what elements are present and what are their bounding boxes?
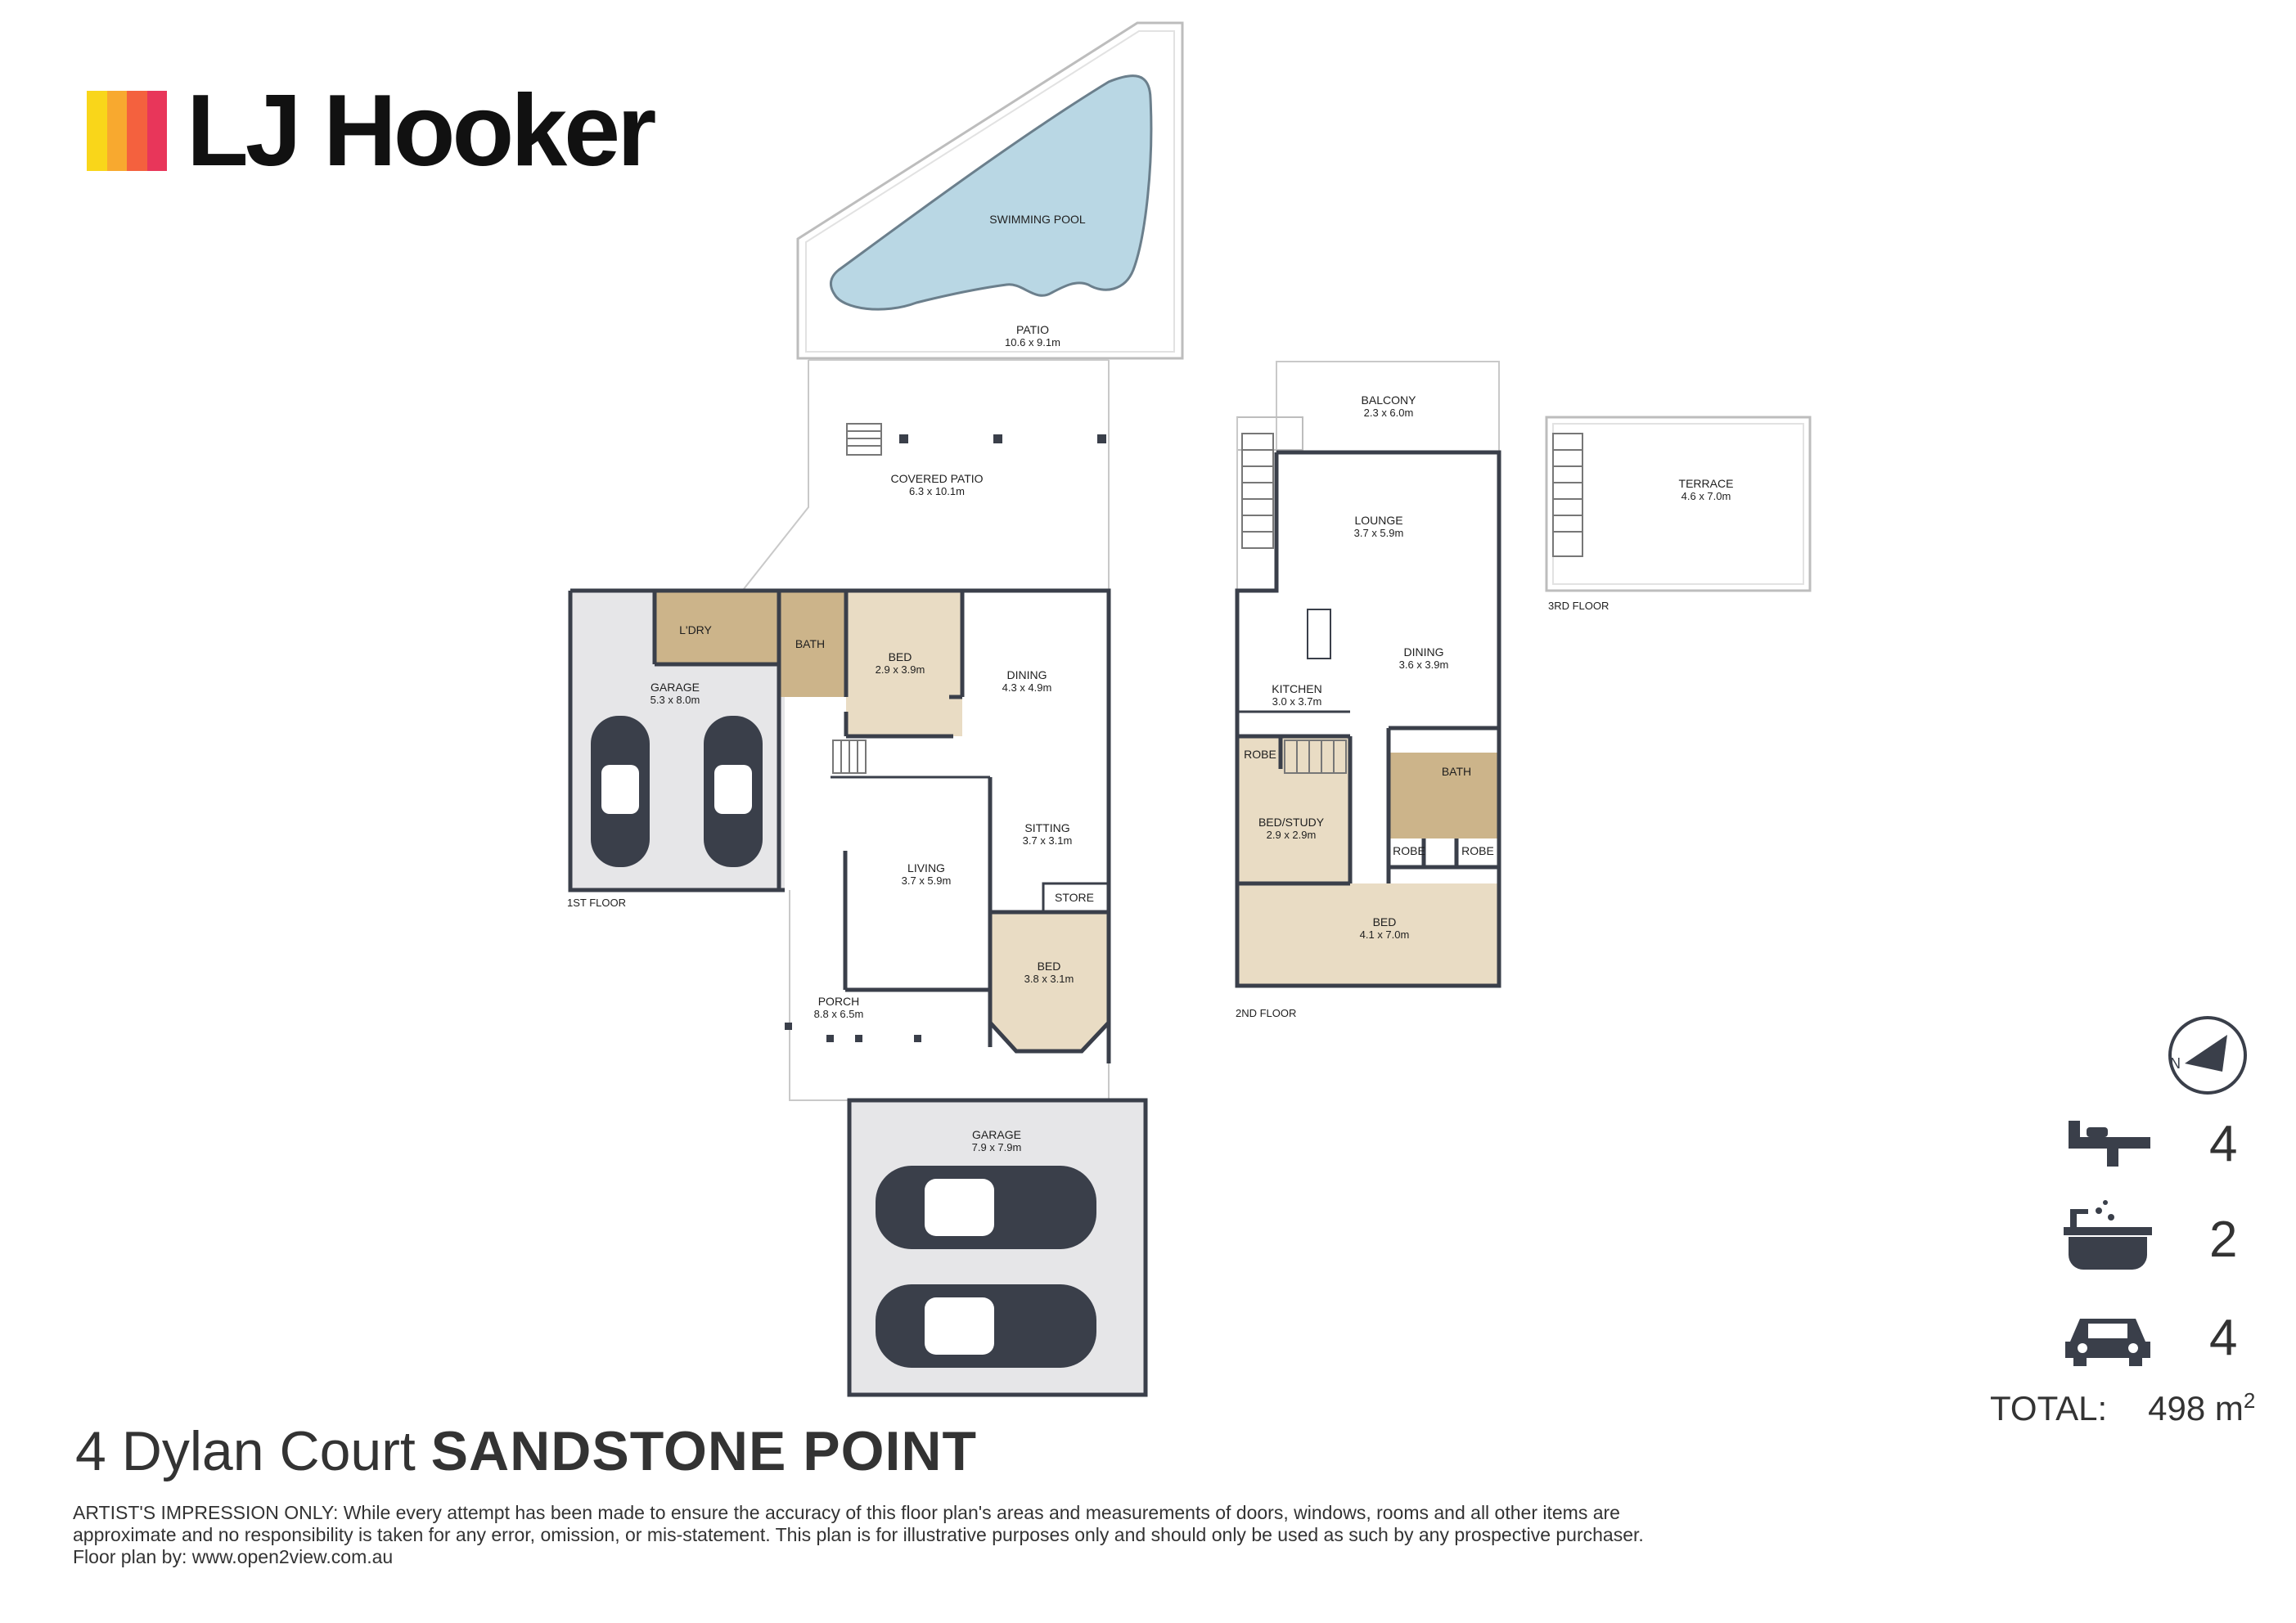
disclaimer-line: ARTIST'S IMPRESSION ONLY: While every at… — [73, 1502, 1620, 1523]
stairs-icon — [832, 740, 867, 774]
room-dim: 4.1 x 7.0m — [1360, 928, 1410, 941]
room-label: SWIMMING POOL — [989, 213, 1086, 226]
room-label: ROBE — [1393, 844, 1425, 857]
room-dim: 6.3 x 10.1m — [909, 485, 965, 497]
room-dim: 3.7 x 3.1m — [1023, 834, 1073, 847]
logo-wordmark: LJ Hooker — [187, 74, 656, 187]
total-area: TOTAL: 498 m2 — [1990, 1388, 2255, 1428]
stairs-icon — [846, 423, 882, 456]
room-dim: 2.9 x 2.9m — [1267, 829, 1317, 841]
room-dim: 8.8 x 6.5m — [814, 1008, 864, 1020]
car-icon — [876, 1284, 1096, 1368]
room-label: DINING — [1404, 645, 1444, 659]
suburb-name: SANDSTONE POINT — [430, 1420, 978, 1482]
room-label: STORE — [1055, 891, 1094, 904]
total-label: TOTAL: — [1990, 1389, 2108, 1427]
logo-color-bars — [87, 91, 167, 171]
room-label: BATH — [795, 637, 825, 650]
car-icon — [704, 716, 763, 867]
room-label: LIVING — [907, 861, 945, 874]
room-dim: 2.9 x 3.9m — [876, 663, 925, 676]
stairs-icon — [1552, 433, 1583, 557]
car-icon — [876, 1166, 1096, 1249]
room-label: GARAGE — [651, 681, 700, 694]
disclaimer-credit: Floor plan by: www.open2view.com.au — [73, 1546, 394, 1567]
room-label: BED — [1373, 915, 1397, 928]
room-dim: 3.7 x 5.9m — [1354, 527, 1404, 539]
floor-label: 2ND FLOOR — [1236, 1007, 1296, 1019]
svg-text:N: N — [2170, 1055, 2181, 1072]
room-dim: 2.3 x 6.0m — [1364, 407, 1414, 419]
room-dim: 10.6 x 9.1m — [1005, 336, 1060, 348]
property-address: 4 Dylan Court SANDSTONE POINT — [75, 1423, 977, 1479]
bath-count: 2 — [2209, 1212, 2238, 1268]
room-dim: 7.9 x 7.9m — [972, 1141, 1022, 1153]
bed-icon — [2069, 1121, 2150, 1167]
lower-garage — [847, 1098, 1148, 1397]
third-floor — [1545, 416, 1812, 592]
logo-bar — [127, 91, 147, 171]
room-label: KITCHEN — [1272, 682, 1321, 695]
room-label: ROBE — [1244, 748, 1276, 761]
north-arrow-icon: N — [2168, 1016, 2247, 1095]
room-label: BED — [1038, 960, 1061, 973]
room-label: BED/STUDY — [1258, 816, 1325, 829]
stairs-icon — [1241, 433, 1274, 549]
room-label: PATIO — [1016, 323, 1049, 336]
car-count: 4 — [2209, 1310, 2238, 1366]
room-label: BED — [889, 650, 912, 663]
disclaimer-line: approximate and no responsibility is tak… — [73, 1524, 1644, 1545]
car-icon — [2065, 1319, 2150, 1366]
room-label: PORCH — [818, 995, 860, 1008]
room-dim: 3.8 x 3.1m — [1024, 973, 1074, 985]
room-dim: 4.6 x 7.0m — [1681, 490, 1731, 502]
logo-bar — [106, 91, 127, 171]
room-dim: 3.7 x 5.9m — [902, 874, 952, 887]
logo-bar — [146, 91, 167, 171]
stairs-icon — [1284, 740, 1347, 774]
logo-bar — [87, 91, 107, 171]
room-label: COVERED PATIO — [890, 472, 983, 485]
room-label: LOUNGE — [1354, 514, 1402, 527]
room-label: TERRACE — [1679, 477, 1734, 490]
room-label: BATH — [1442, 765, 1471, 778]
room-dim: 3.6 x 3.9m — [1399, 659, 1449, 671]
room-label: BALCONY — [1362, 393, 1417, 407]
room-label: ROBE — [1461, 844, 1494, 857]
room-dim: 5.3 x 8.0m — [651, 694, 700, 706]
second-floor — [1235, 361, 1501, 988]
car-icon — [591, 716, 650, 867]
room-label: SITTING — [1024, 821, 1069, 834]
room-label: DINING — [1007, 668, 1047, 681]
room-label: GARAGE — [972, 1128, 1021, 1141]
total-area-value: 498 m — [2148, 1389, 2244, 1427]
first-floor — [568, 588, 1111, 1101]
room-dim: 3.0 x 3.7m — [1272, 695, 1322, 708]
disclaimer: ARTIST'S IMPRESSION ONLY: While every at… — [73, 1502, 1791, 1568]
floor-label: 3RD FLOOR — [1548, 600, 1609, 612]
total-area-unit: 2 — [2243, 1388, 2256, 1413]
room-dim: 4.3 x 4.9m — [1002, 681, 1052, 694]
floor-label: 1ST FLOOR — [567, 897, 626, 909]
pool-patio-area — [796, 21, 1184, 360]
room-label: L'DRY — [679, 623, 712, 636]
bathtub-icon — [2064, 1200, 2152, 1270]
bed-count: 4 — [2209, 1116, 2238, 1172]
street-address: 4 Dylan Court — [75, 1420, 416, 1482]
room-labels: SWIMMING POOL PATIO 10.6 x 9.1m COVERED … — [567, 213, 1733, 1153]
swimming-pool — [829, 74, 1153, 311]
brand-logo: LJ Hooker — [87, 74, 656, 187]
